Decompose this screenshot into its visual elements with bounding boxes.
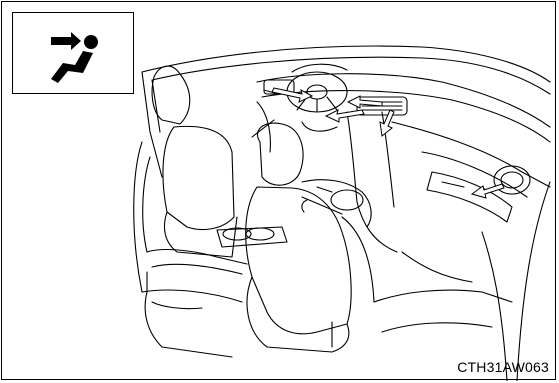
airflow-arrow-center-vent-1 — [326, 110, 364, 122]
airflow-arrow-left-vent — [264, 88, 312, 102]
airflow-arrow-right-vent — [472, 184, 504, 198]
figure-reference-code: CTH31AW063 — [457, 359, 549, 375]
airflow-arrow-center-vent-3 — [348, 96, 382, 108]
airflow-arrow-center-vent-2 — [380, 110, 394, 136]
